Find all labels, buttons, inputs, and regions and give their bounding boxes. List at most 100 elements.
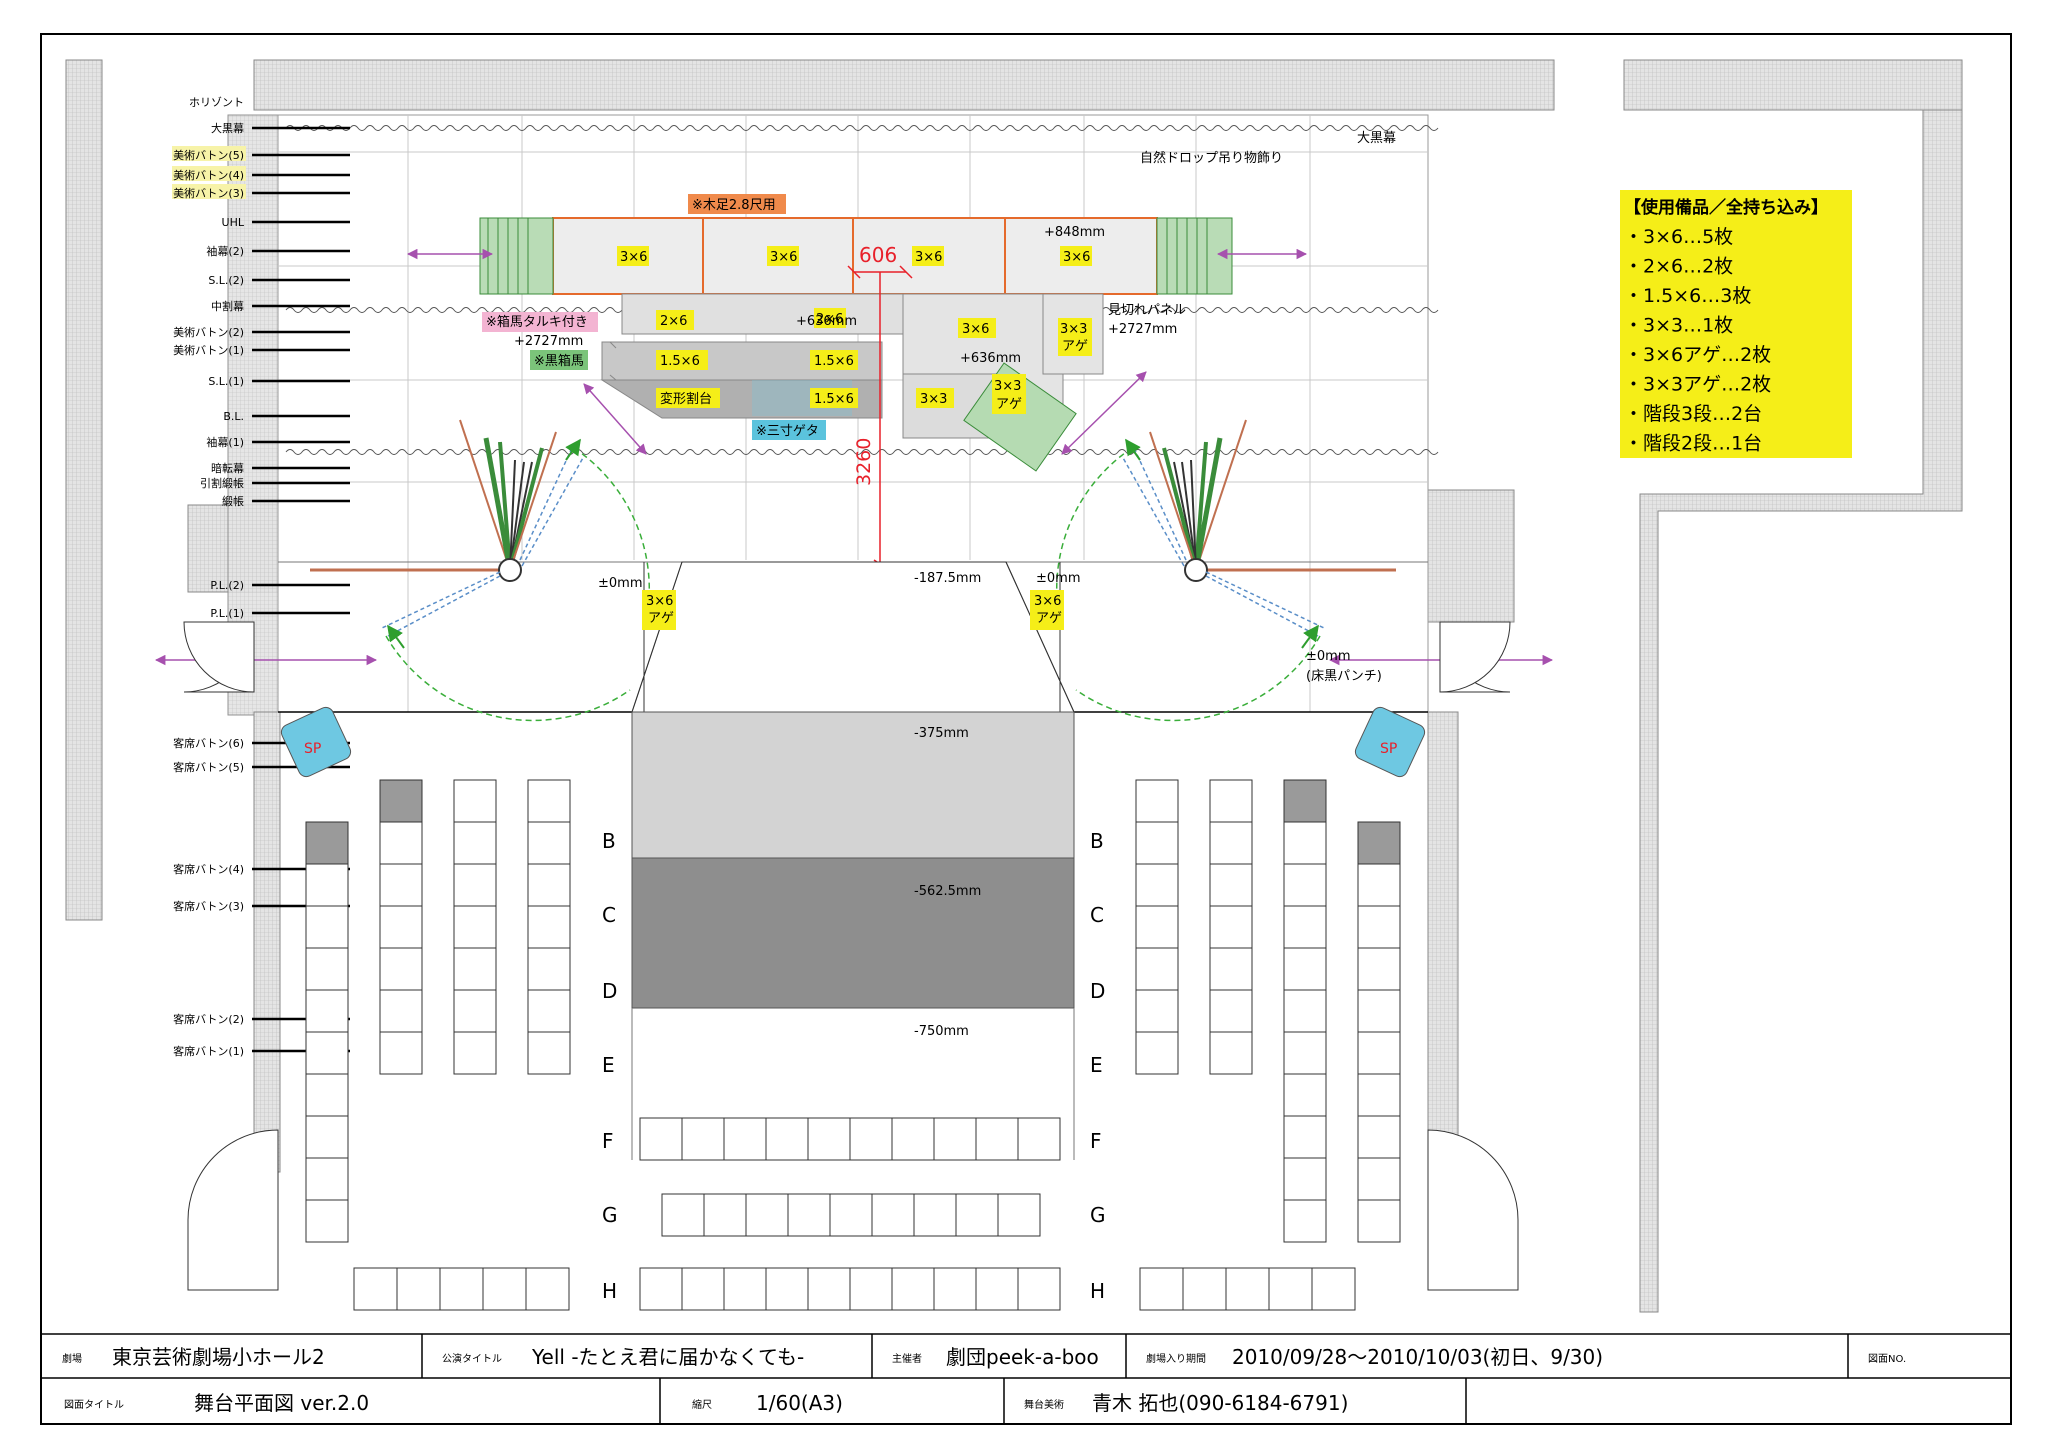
seat xyxy=(891,1117,935,1161)
seat xyxy=(849,1267,893,1311)
batten-label: 袖幕(1) xyxy=(206,435,244,449)
equipment-item: ・3×6アゲ…2枚 xyxy=(1624,344,1771,366)
seat xyxy=(787,1193,831,1237)
stage-right-fan xyxy=(1055,419,1396,722)
seat xyxy=(305,1031,349,1075)
seat xyxy=(681,1267,725,1311)
batten-label: UHL xyxy=(222,216,245,229)
seat xyxy=(975,1267,1019,1311)
seat xyxy=(1283,779,1327,823)
seat xyxy=(1357,905,1401,949)
seat xyxy=(1357,1199,1401,1243)
batten-label: P.L.(2) xyxy=(210,579,244,592)
row-letter-right: H xyxy=(1090,1279,1105,1303)
equipment-item: ・3×6…5枚 xyxy=(1624,226,1733,248)
seat xyxy=(1139,1267,1184,1311)
show-label: 公演タイトル xyxy=(442,1352,502,1365)
hakouma-note: ※箱馬タルキ付き xyxy=(486,314,588,330)
seat xyxy=(681,1117,725,1161)
row-letter-right: B xyxy=(1090,829,1104,853)
drawing-title-value: 舞台平面図 ver.2.0 xyxy=(194,1391,369,1415)
row-letter-right: D xyxy=(1090,979,1105,1003)
seat xyxy=(975,1117,1019,1161)
seat xyxy=(1283,1073,1327,1117)
henkei-label: 変形割台 xyxy=(660,391,712,407)
seat xyxy=(807,1267,851,1311)
equipment-item: ・階段3段…2台 xyxy=(1624,403,1762,425)
seat xyxy=(353,1267,398,1311)
batten-label: 客席バトン(1) xyxy=(173,1044,244,1058)
kuro-hakouma-note: ※黒箱馬 xyxy=(534,353,584,369)
seat xyxy=(305,1115,349,1159)
seat xyxy=(1283,1199,1327,1243)
seat xyxy=(379,905,423,949)
drawing-frame xyxy=(40,33,2012,1425)
seat xyxy=(305,1199,349,1243)
drawing-no-label: 図面NO. xyxy=(1868,1353,1906,1365)
batten-label: B.L. xyxy=(223,410,244,423)
seat xyxy=(1283,863,1327,907)
hakouma-note-bg xyxy=(482,312,598,332)
seat xyxy=(723,1117,767,1161)
seat xyxy=(1017,1117,1061,1161)
seat xyxy=(1357,1157,1401,1201)
drawing-title-label: 図面タイトル xyxy=(64,1399,124,1411)
platform-3x6-4: 3×6 xyxy=(1063,250,1090,265)
height-minus-1875: -187.5mm xyxy=(914,571,981,586)
platform-3x6-age-l: 3×6 xyxy=(646,594,673,609)
seat xyxy=(305,947,349,991)
apron-stairs xyxy=(631,561,1075,713)
equipment-legend: 【使用備品／全持ち込み】 ・3×6…5枚・2×6…2枚・1.5×6…3枚・3×3… xyxy=(1620,190,1852,458)
seat xyxy=(379,989,423,1033)
drop-label: 自然ドロップ吊り物飾り xyxy=(1140,150,1283,166)
seat xyxy=(1135,779,1179,823)
seat xyxy=(379,947,423,991)
batten-label: 客席バトン(6) xyxy=(173,736,244,750)
batten-label: 美術バトン(3) xyxy=(173,187,244,200)
seat xyxy=(527,779,571,823)
platform-age-l: アゲ xyxy=(648,611,674,626)
seat xyxy=(482,1267,527,1311)
dim-3260: 3260 xyxy=(853,438,875,486)
seat xyxy=(703,1193,747,1237)
stage-left-fan xyxy=(310,419,651,722)
platform-15x6-2: 1.5×6 xyxy=(814,354,854,369)
seat xyxy=(1209,863,1253,907)
doors xyxy=(183,621,1519,1291)
seat xyxy=(396,1267,441,1311)
period-value: 2010/09/28～2010/10/03(初日、9/30) xyxy=(1232,1345,1603,1369)
seat xyxy=(527,821,571,865)
seat xyxy=(305,863,349,907)
seat xyxy=(1283,947,1327,991)
batten-label: P.L.(1) xyxy=(210,607,244,620)
platform-2x6-1: 2×6 xyxy=(660,314,687,329)
batten-label: 美術バトン(2) xyxy=(173,326,244,339)
row-letter-right: G xyxy=(1090,1203,1106,1227)
seat xyxy=(913,1193,957,1237)
seat xyxy=(453,863,497,907)
batten-label: S.L.(2) xyxy=(208,274,244,287)
batten-label: 緞帳 xyxy=(222,494,244,508)
batten-label: 美術バトン(4) xyxy=(173,169,244,182)
speaker-left-label: SP xyxy=(304,741,321,757)
equipment-heading: 【使用備品／全持ち込み】 xyxy=(1624,197,1828,218)
batten-label: 袖幕(2) xyxy=(206,244,244,258)
row-letter-left: H xyxy=(602,1279,617,1303)
seat xyxy=(1135,905,1179,949)
row-letter-left: F xyxy=(602,1129,614,1153)
daikokumaku-label: 大黒幕 xyxy=(1357,131,1396,146)
height-minus-375: -375mm xyxy=(914,726,969,741)
seat xyxy=(1283,821,1327,865)
seat xyxy=(955,1193,999,1237)
seat xyxy=(453,905,497,949)
zero-door: ±0mm xyxy=(1306,649,1351,664)
batten-label: 引割緞帳 xyxy=(200,476,244,490)
platform-age-2: アゲ xyxy=(996,397,1022,412)
seat xyxy=(1283,1031,1327,1075)
seat xyxy=(1357,1031,1401,1075)
seat xyxy=(1225,1267,1270,1311)
seating-risers xyxy=(631,711,1075,1160)
seat xyxy=(379,1031,423,1075)
row-letter-right: E xyxy=(1090,1053,1103,1077)
